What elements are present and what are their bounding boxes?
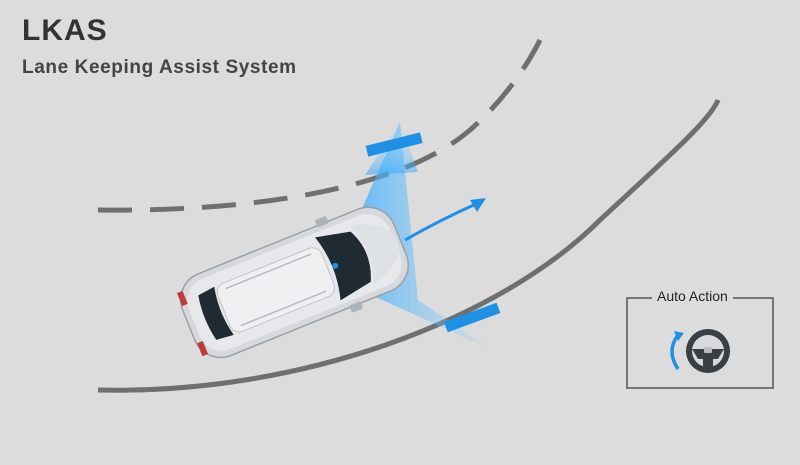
page-title: LKAS — [22, 14, 108, 47]
steering-direction-arrow — [404, 202, 477, 242]
lane-line-dashed — [97, 38, 543, 213]
arrow-head-icon — [470, 198, 486, 212]
page-subtitle: Lane Keeping Assist System — [22, 57, 297, 78]
auto-action-panel: Auto Action — [626, 288, 774, 389]
lane-line-solid — [97, 98, 721, 393]
detected-lane-marker-top — [365, 132, 423, 157]
steering-wheel-icon — [670, 329, 730, 373]
auto-action-label: Auto Action — [652, 288, 733, 304]
car-top-view — [176, 206, 409, 359]
detected-lane-marker-bottom — [443, 302, 501, 333]
